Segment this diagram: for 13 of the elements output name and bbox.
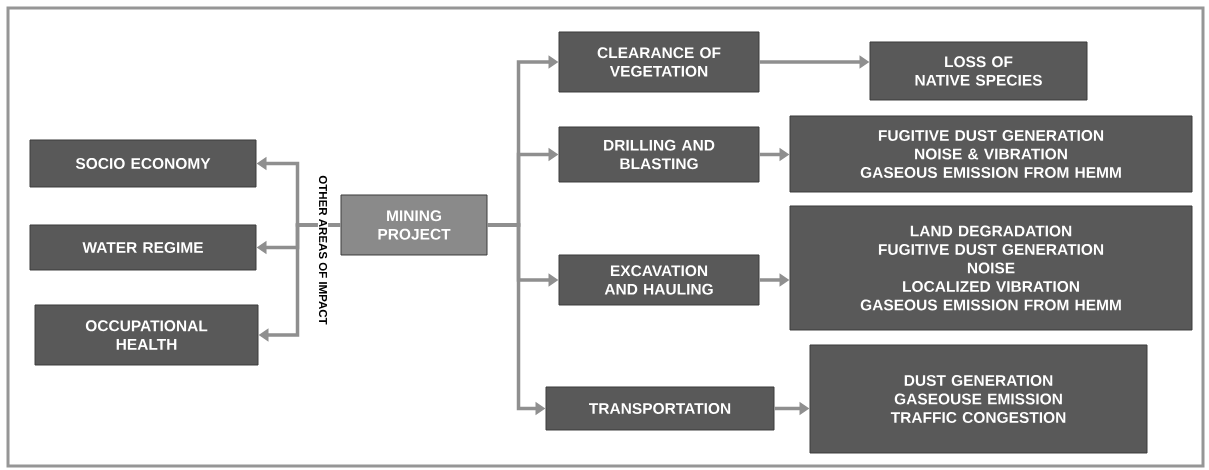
impact-box: WATER REGIME	[29, 224, 257, 271]
effect-box: LOSS OF NATIVE SPECIES	[869, 41, 1088, 101]
impact-box: SOCIO ECONOMY	[29, 139, 257, 188]
effect-box: FUGITIVE DUST GENERATION NOISE & VIBRATION GASEOUS EMISSION FROM HEMM	[789, 115, 1193, 193]
activity-box: DRILLING AND BLASTING	[558, 126, 760, 183]
activity-box: TRANSPORTATION	[545, 386, 775, 431]
effect-box: LAND DEGRADATION FUGITIVE DUST GENERATION NOISE LOCALIZED VIBRATION GASEOUS EMISSION FROM HEMM	[789, 205, 1193, 331]
activity-box: EXCAVATION AND HAULING	[558, 254, 760, 306]
vertical-label: OTHER AREAS OF IMPACT	[317, 174, 329, 326]
effect-box: DUST GENERATION GASEOUSE EMISSION TRAFFIC CONGESTION	[809, 344, 1148, 454]
activity-box: CLEARANCE OF VEGETATION	[558, 31, 760, 93]
project-box: MINING PROJECT	[340, 194, 488, 256]
impact-box: OCCUPATIONAL HEALTH	[34, 304, 259, 366]
